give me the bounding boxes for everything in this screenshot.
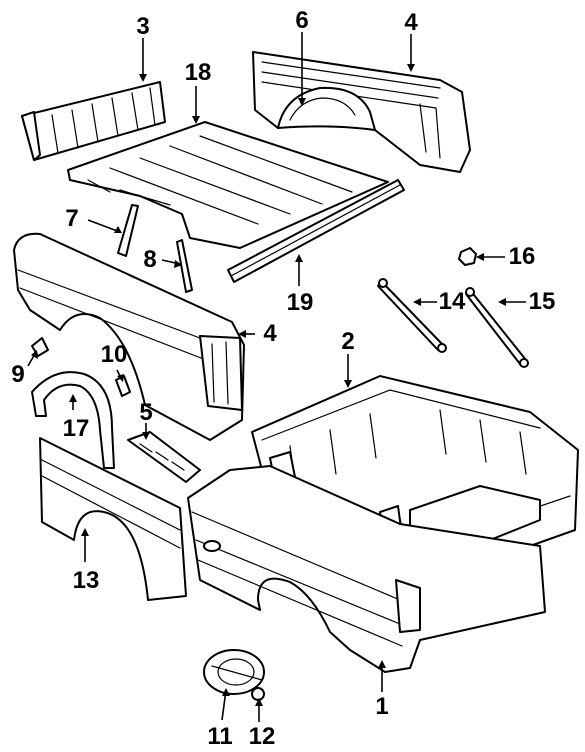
nut-16-part <box>458 247 477 266</box>
callout-8: 8 <box>143 246 156 273</box>
wheel-flare-part <box>31 371 115 469</box>
callout-19: 19 <box>287 289 314 316</box>
callout-18: 18 <box>185 59 212 86</box>
lower-side-panel-part <box>39 437 187 601</box>
callout-13: 13 <box>73 567 100 594</box>
support-rod-15-part <box>465 287 529 368</box>
callout-14: 14 <box>439 288 466 315</box>
callout-15: 15 <box>529 288 556 315</box>
callout-labels: 3 6 4 18 7 8 16 19 14 15 4 2 10 9 5 17 1… <box>11 7 555 750</box>
callout-16: 16 <box>509 243 536 270</box>
callout-6: 6 <box>295 7 308 34</box>
front-panel-part <box>21 81 166 161</box>
reinforcement-5-part <box>127 431 201 483</box>
callout-5: 5 <box>139 399 152 426</box>
callout-4-top: 4 <box>404 9 418 36</box>
leader-arrowheads <box>31 64 506 706</box>
support-rod-14-part <box>377 278 447 353</box>
bracket-8-part <box>176 239 193 293</box>
floor-panel-part <box>67 121 389 249</box>
callout-1: 1 <box>375 693 388 720</box>
callout-3: 3 <box>136 13 149 40</box>
callout-9: 9 <box>11 361 24 388</box>
callout-17: 17 <box>63 415 90 442</box>
callout-10: 10 <box>101 341 128 368</box>
bracket-7-part <box>117 204 139 257</box>
callout-4-side: 4 <box>263 320 277 347</box>
callout-11: 11 <box>207 723 232 750</box>
callout-12: 12 <box>249 723 276 750</box>
callout-7: 7 <box>65 205 78 232</box>
fuel-housing-part <box>203 649 265 695</box>
callout-2: 2 <box>341 328 354 355</box>
side-panel-upper-part <box>252 51 471 173</box>
side-panel-outer-part <box>13 232 245 441</box>
cross-sill-part <box>227 179 405 283</box>
box-assembly-part <box>187 465 546 673</box>
grommet-12-part <box>251 687 265 701</box>
